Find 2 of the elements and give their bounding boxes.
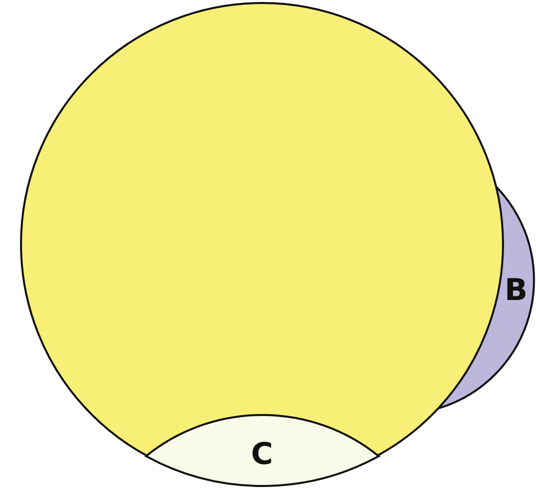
set-label: C bbox=[250, 440, 273, 470]
set-label: B bbox=[504, 276, 528, 306]
